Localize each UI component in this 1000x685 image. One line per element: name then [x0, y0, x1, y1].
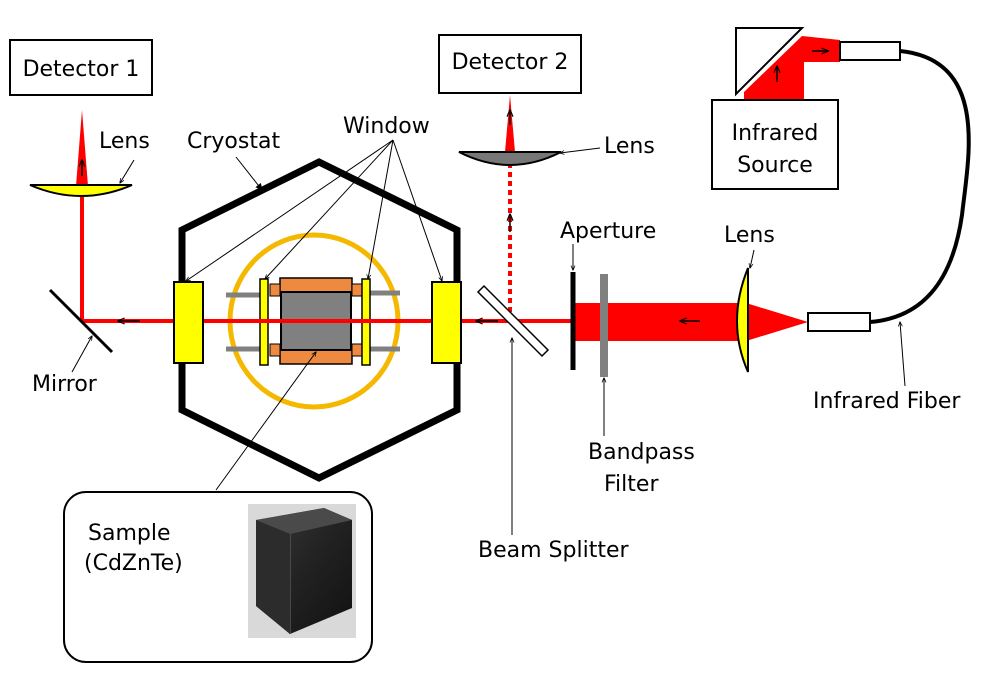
source-prism: [735, 27, 805, 97]
cryostat-housing: [178, 158, 461, 482]
leader-window-3: [368, 139, 394, 279]
detector1-box: [9, 39, 153, 96]
beam-cone: [746, 303, 808, 341]
detector1-label: Detector 1: [23, 57, 140, 82]
lens-middle: [458, 151, 562, 166]
leader-lens-left: [120, 159, 135, 183]
lens-middle-label: Lens: [604, 134, 655, 159]
fiber-connector-bottom: [807, 312, 871, 332]
lens-left: [29, 184, 133, 197]
infrared-source-label-2: Source: [737, 153, 813, 178]
leader-window-4: [392, 139, 442, 281]
electrode-plate: [269, 283, 281, 297]
leader-window-1: [186, 139, 394, 281]
electrode-plate: [279, 277, 353, 293]
leader-lens-middle: [560, 147, 601, 153]
collimated-beam: [574, 303, 746, 341]
leader-cryostat: [235, 156, 263, 191]
infrared-source-box: [711, 99, 839, 190]
lens-right-label: Lens: [724, 223, 775, 248]
lens-right: [736, 267, 749, 373]
beam-splitter-label: Beam Splitter: [478, 538, 629, 563]
leader-sample: [215, 352, 316, 491]
outer-window-right: [431, 281, 462, 364]
sample-label-2: (CdZnTe): [84, 551, 183, 576]
source-beam: [744, 36, 840, 102]
bandpass-filter: [600, 274, 608, 377]
cdznte-crystal-photo: [248, 504, 356, 638]
infrared-fiber: [869, 49, 971, 324]
leader-lens-right: [750, 249, 755, 268]
bandpass-label-1: Bandpass: [588, 440, 695, 465]
lens-left-label: Lens: [99, 129, 150, 154]
detector2-box: [438, 34, 582, 94]
electrode-plate: [351, 283, 363, 297]
outer-window-left: [173, 281, 204, 364]
electrode-plate: [351, 343, 363, 357]
mirror: [48, 288, 114, 354]
leader-window-2: [265, 139, 394, 279]
aperture-label: Aperture: [560, 219, 656, 244]
fiber-connector-top: [839, 41, 901, 61]
beam-splitter: [476, 284, 550, 358]
focused-beam-d1: [76, 110, 88, 186]
infrared-fiber-label: Infrared Fiber: [813, 389, 961, 414]
detector2-label: Detector 2: [452, 50, 569, 75]
leader-fiber: [900, 322, 906, 387]
electrode-plate: [269, 343, 281, 357]
mirror-label: Mirror: [32, 372, 98, 397]
sample-label-1: Sample: [88, 521, 171, 546]
bandpass-label-2: Filter: [604, 472, 659, 497]
leader-mirror: [71, 336, 92, 373]
window-label: Window: [343, 114, 430, 139]
cryostat-label: Cryostat: [187, 129, 280, 154]
infrared-source-label-1: Infrared: [732, 121, 819, 146]
